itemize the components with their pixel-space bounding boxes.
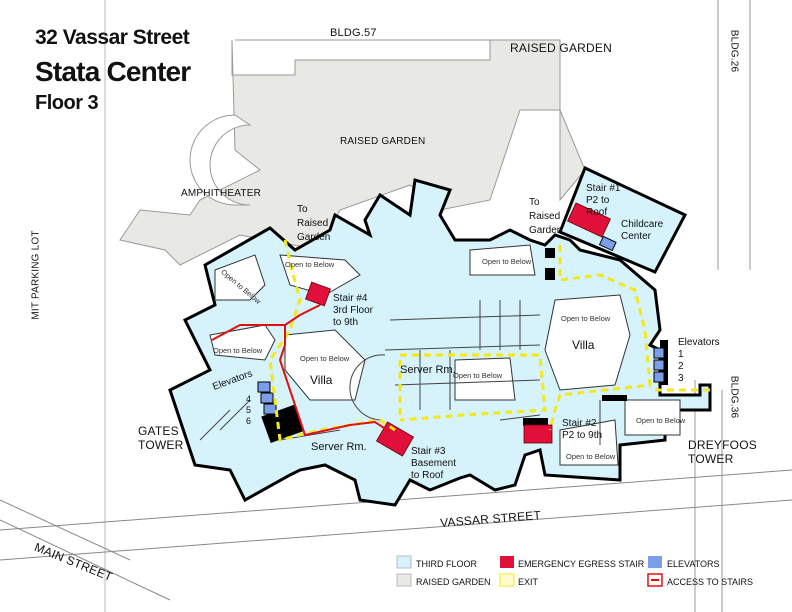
villa-east-label: Villa <box>572 338 595 352</box>
open-to-below-label: Open to Below <box>561 314 611 323</box>
elevator-5 <box>260 392 274 404</box>
elevator-3 <box>653 371 665 383</box>
open-to-below-label: Open to Below <box>482 257 532 266</box>
elevator-2 <box>653 359 665 371</box>
legend-exit: EXIT <box>518 577 539 587</box>
stair-3 <box>375 421 415 457</box>
open-to-below-label: Open to Below <box>636 416 686 425</box>
villa-west-label: Villa <box>310 373 333 387</box>
access-to-stairs-route <box>211 304 391 437</box>
building-title: Stata Center <box>35 56 191 87</box>
amphitheater-curve <box>189 114 252 206</box>
stair-2 <box>523 424 553 444</box>
legend-swatches <box>396 555 663 587</box>
server-room-label: Server Rm. <box>400 364 456 376</box>
stair-4 <box>305 281 331 307</box>
legend-egress-stair: EMERGENCY EGRESS STAIR <box>518 559 645 569</box>
open-to-below-label: Open to Below <box>566 452 616 461</box>
elevator-4 <box>257 381 271 393</box>
address-title: 32 Vassar Street <box>35 26 190 49</box>
open-to-below-label: Open to Below <box>300 354 350 363</box>
elevator-6 <box>263 403 277 415</box>
server-room-label: Server Rm. <box>311 441 367 453</box>
open-to-below-areas <box>209 244 681 466</box>
open-to-below-label: Open to Below <box>453 371 503 380</box>
elevator-icons <box>257 235 665 415</box>
interior-walls <box>199 300 601 445</box>
open-to-below-label: Open to Below <box>285 260 335 269</box>
floor-title: Floor 3 <box>35 92 99 114</box>
parking-label: MIT PARKING LOT <box>30 230 42 320</box>
egress-stairs <box>305 202 611 457</box>
legend-elevators: ELEVATORS <box>667 559 720 569</box>
raised-garden-top-label: RAISED GARDEN <box>510 41 612 55</box>
raised-garden-label: RAISED GARDEN <box>340 136 426 147</box>
legend-access-stairs: ACCESS TO STAIRS <box>667 577 754 587</box>
elevator-1 <box>653 347 665 359</box>
open-to-below-label: Open to Below <box>213 346 263 355</box>
bldg26-label: BLDG.26 <box>728 29 740 73</box>
bldg36-label: BLDG.36 <box>728 375 740 419</box>
legend-raised-garden: RAISED GARDEN <box>416 577 491 587</box>
bldg57-label: BLDG.57 <box>330 27 377 39</box>
stair-1 <box>567 202 611 238</box>
amphitheater-label: AMPHITHEATER <box>181 188 261 199</box>
legend-third-floor: THIRD FLOOR <box>416 559 478 569</box>
